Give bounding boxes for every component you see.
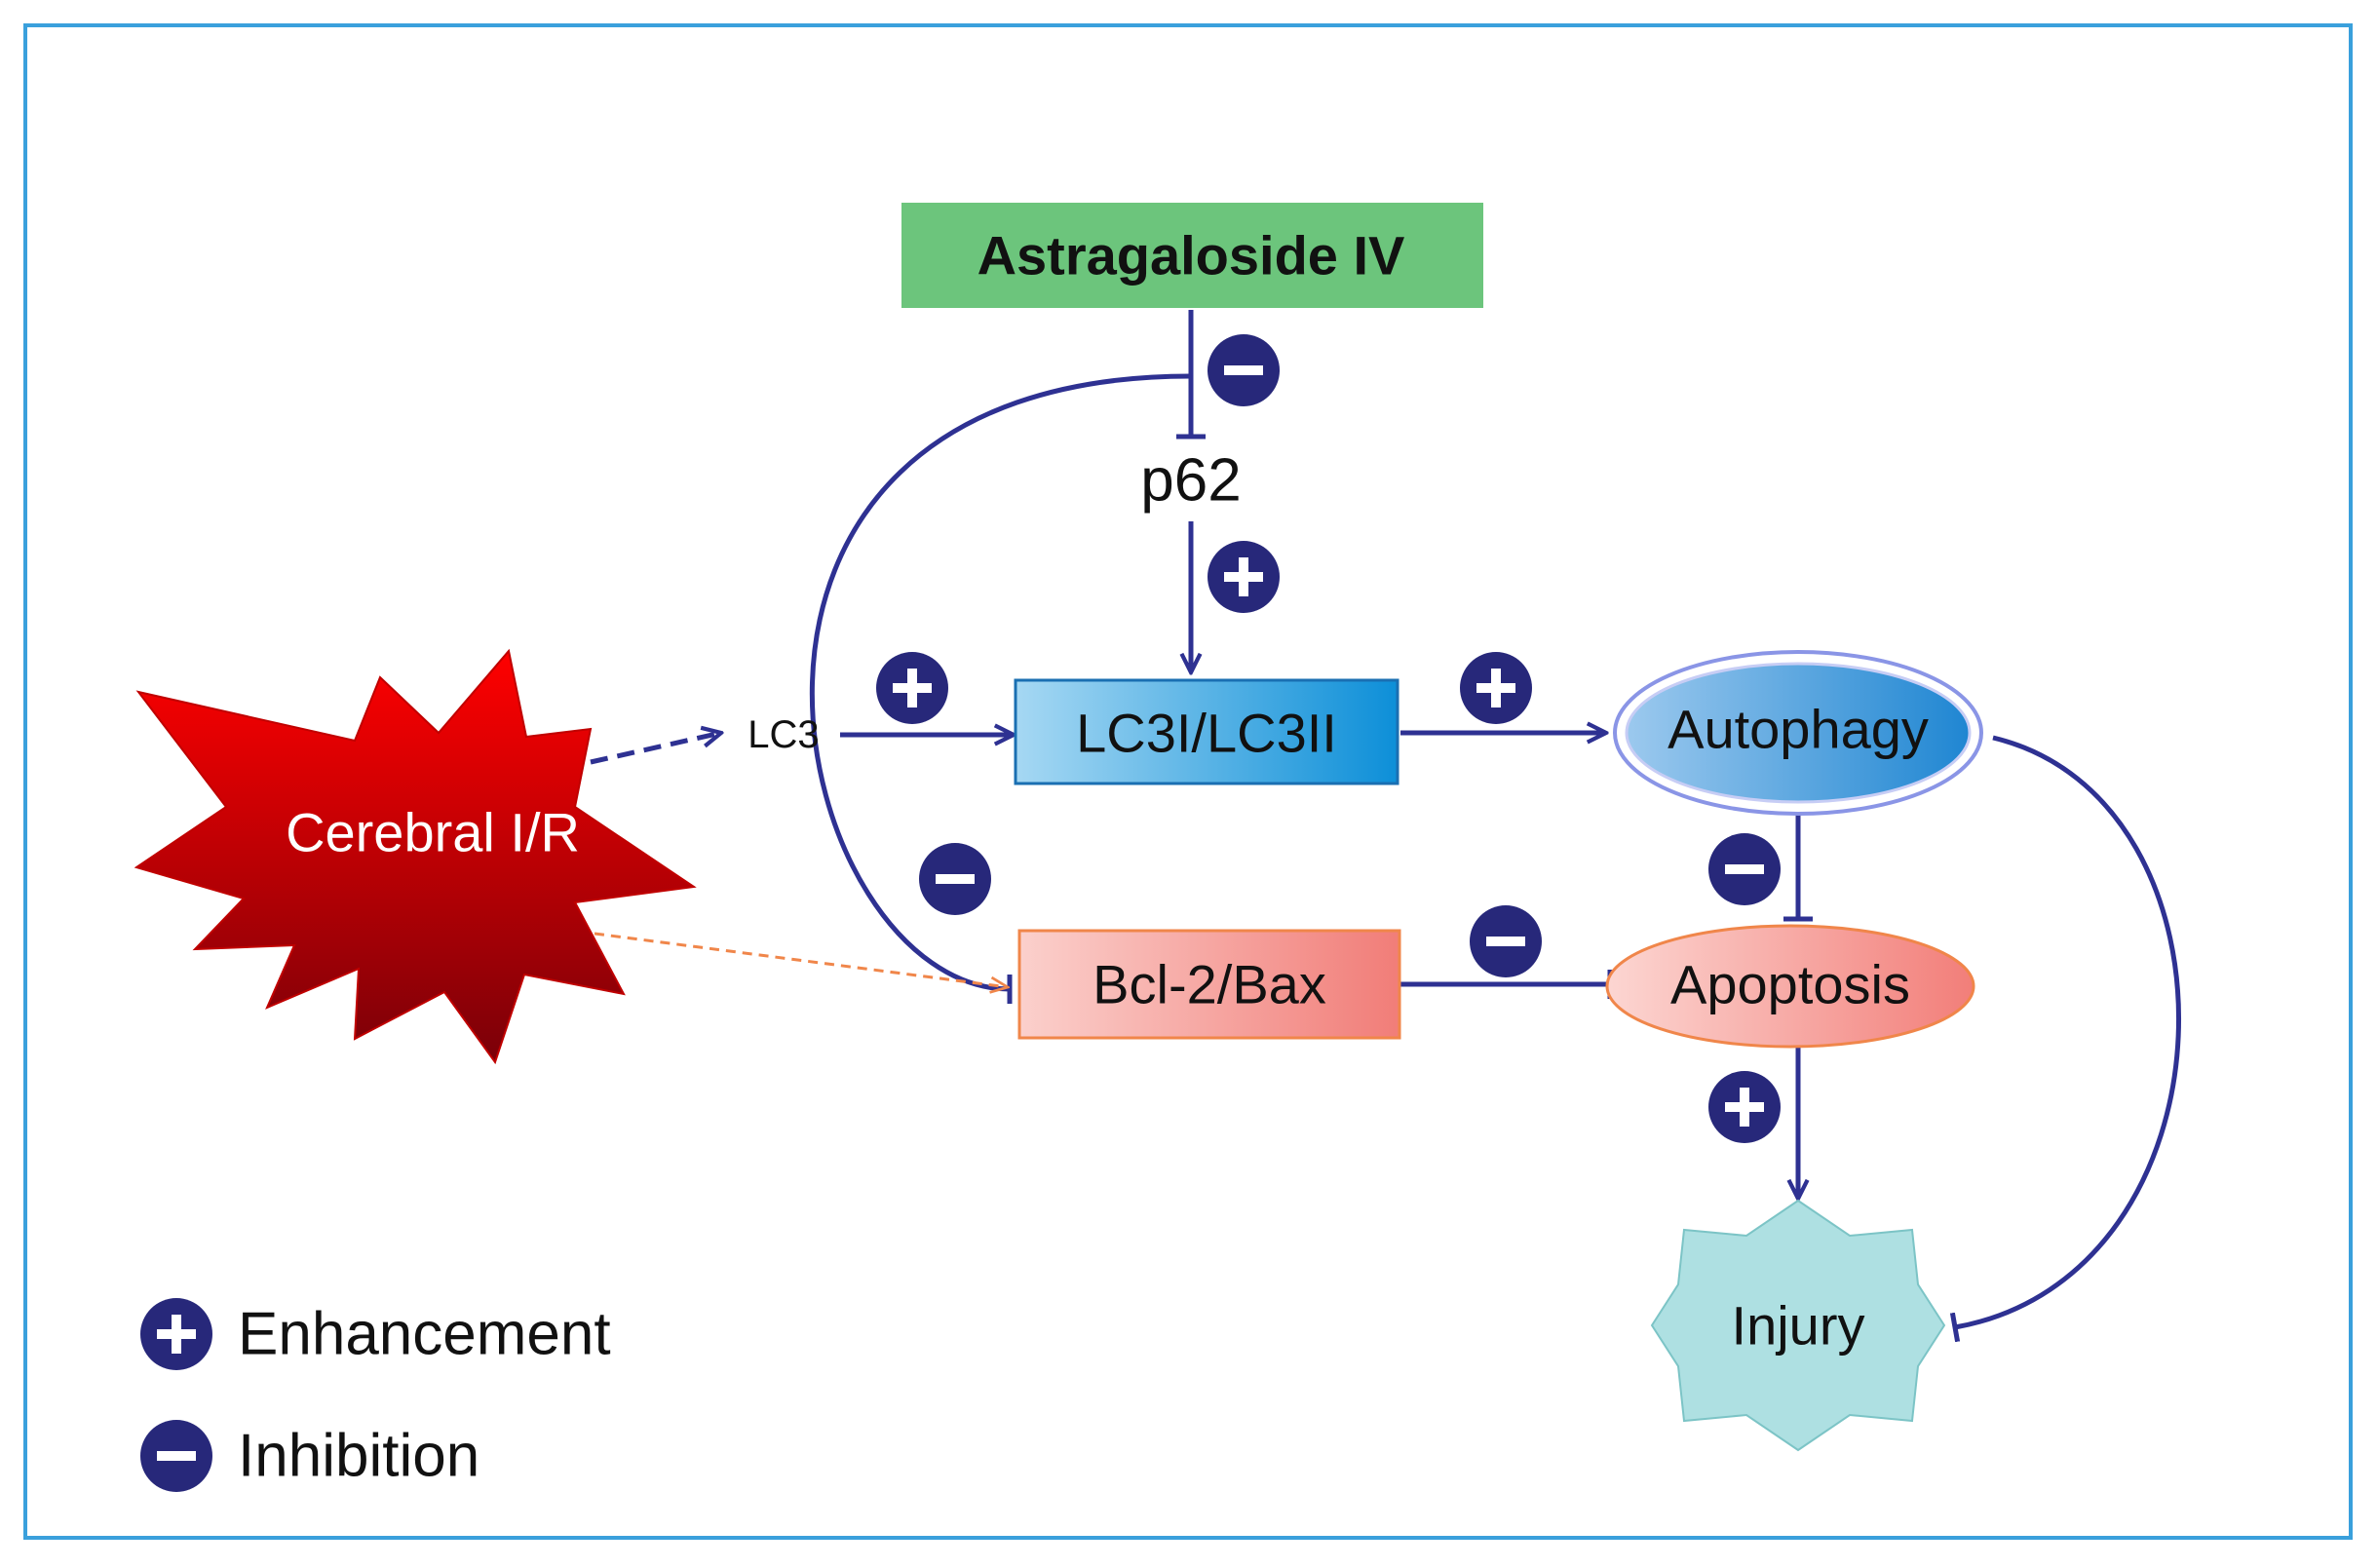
lc3-box-label: LC3I/LC3II (1076, 703, 1337, 764)
legend-inhibition: Inhibition (140, 1420, 479, 1492)
injury-node: Injury (1650, 1199, 1946, 1452)
cerebral-ir-node: Cerebral I/R (134, 648, 697, 1065)
cerebral-ir-label: Cerebral I/R (286, 802, 580, 863)
autophagy-node: Autophagy (1613, 650, 1983, 816)
legend-enhancement-label: Enhancement (238, 1301, 611, 1368)
legend-inhibition-label: Inhibition (238, 1423, 479, 1490)
apoptosis-label: Apoptosis (1670, 954, 1910, 1015)
bcl2-bax-label: Bcl-2/Bax (1093, 954, 1326, 1015)
legend: Enhancement Inhibition (140, 1298, 611, 1492)
minus-circle-icon (140, 1420, 212, 1492)
legend-enhancement: Enhancement (140, 1298, 611, 1370)
minus-circle-icon (1470, 905, 1542, 977)
minus-circle-icon (1708, 833, 1781, 905)
astragaloside-node: Astragaloside IV (901, 203, 1483, 308)
cerebral-to-bcl2-dashed-edge (594, 932, 1008, 987)
autophagy-label: Autophagy (1668, 699, 1929, 760)
plus-circle-icon (1460, 652, 1532, 724)
apoptosis-node: Apoptosis (1605, 924, 1975, 1049)
cerebral-to-lc3-dashed-edge (590, 733, 721, 765)
minus-circle-icon (1208, 334, 1280, 406)
autophagy-inhibits-injury-edge (1949, 735, 2181, 1343)
minus-circle-icon (919, 843, 991, 915)
lc3-label: LC3 (748, 713, 819, 756)
p62-label: p62 (1140, 447, 1241, 515)
bcl2-bax-node: Bcl-2/Bax (1017, 929, 1401, 1040)
plus-circle-icon (1208, 541, 1280, 613)
plus-circle-icon (1708, 1071, 1781, 1143)
astragaloside-label: Astragaloside IV (978, 225, 1405, 287)
figure-frame (23, 23, 2353, 1540)
plus-circle-icon (140, 1298, 212, 1370)
plus-circle-icon (876, 652, 948, 724)
astragaloside-inhibits-bcl2-edge (810, 373, 1192, 1005)
lc3-box-node: LC3I/LC3II (1014, 678, 1399, 785)
injury-label: Injury (1732, 1295, 1865, 1357)
